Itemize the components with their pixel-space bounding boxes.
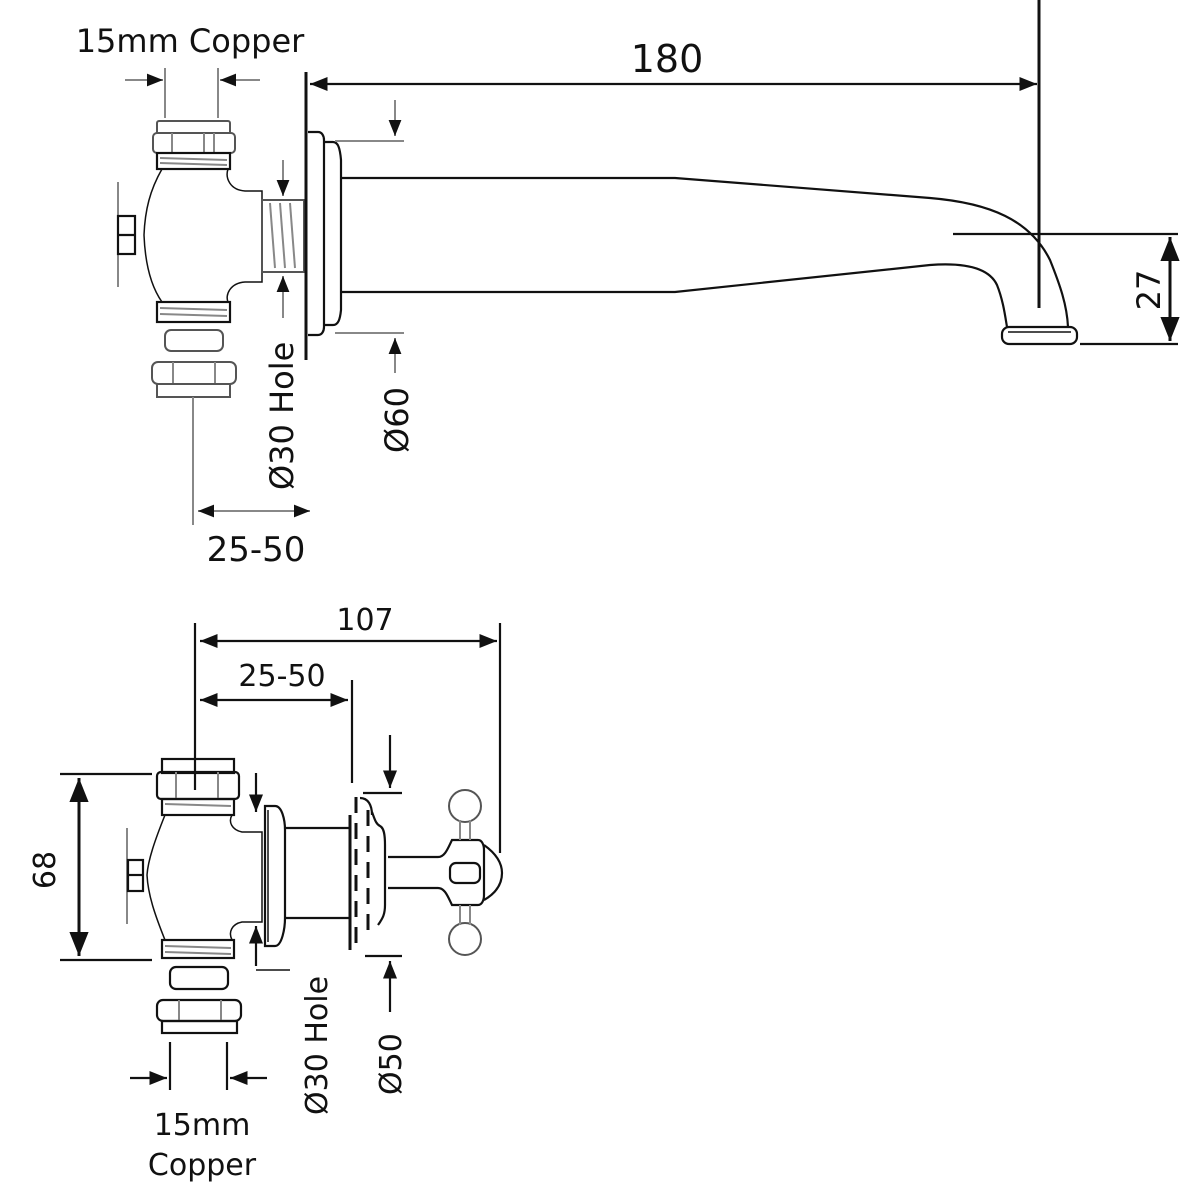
valve-body — [126, 757, 263, 1035]
valve-pipe-dimension — [130, 1042, 267, 1090]
spout-length-dimension — [310, 0, 1041, 308]
valve-height-dimension — [60, 772, 152, 962]
spout-body — [341, 176, 1079, 346]
valve-flange-label: Ø50 — [374, 1033, 409, 1095]
spout-pipe-label: 15mm Copper — [76, 22, 305, 60]
spout-hole-label: Ø30 Hole — [263, 342, 301, 490]
valve-hole-label: Ø30 Hole — [300, 976, 335, 1115]
spout-flange-label: Ø60 — [378, 387, 416, 453]
valve-pipe-label-line2: Copper — [148, 1148, 257, 1183]
valve-cross-handle — [388, 789, 504, 956]
valve-height-label: 68 — [28, 851, 63, 889]
spout-length-label: 180 — [631, 37, 704, 81]
spout-height-dimension — [953, 232, 1180, 346]
spout-height-label: 27 — [1130, 270, 1168, 311]
valve-depth-label: 25-50 — [238, 659, 325, 694]
spout-view: 15mm Copper — [76, 0, 1180, 570]
spout-flange — [308, 130, 343, 337]
valve-overall-label: 107 — [336, 603, 393, 638]
valve-flange-dimension — [363, 735, 402, 1012]
spout-pipe-dimension — [125, 68, 260, 118]
spout-depth-label: 25-50 — [207, 530, 306, 570]
spout-valve-body — [116, 120, 305, 525]
valve-shroud-dashed — [354, 796, 387, 952]
valve-flange — [263, 804, 352, 950]
spout-flange-dimension — [335, 100, 404, 373]
valve-depth-dimension — [200, 680, 354, 783]
valve-view: 107 25-50 68 — [28, 603, 504, 1183]
valve-overall-dimension — [193, 623, 502, 853]
valve-hole-dimension — [248, 773, 290, 971]
valve-pipe-label-line1: 15mm — [154, 1108, 251, 1143]
